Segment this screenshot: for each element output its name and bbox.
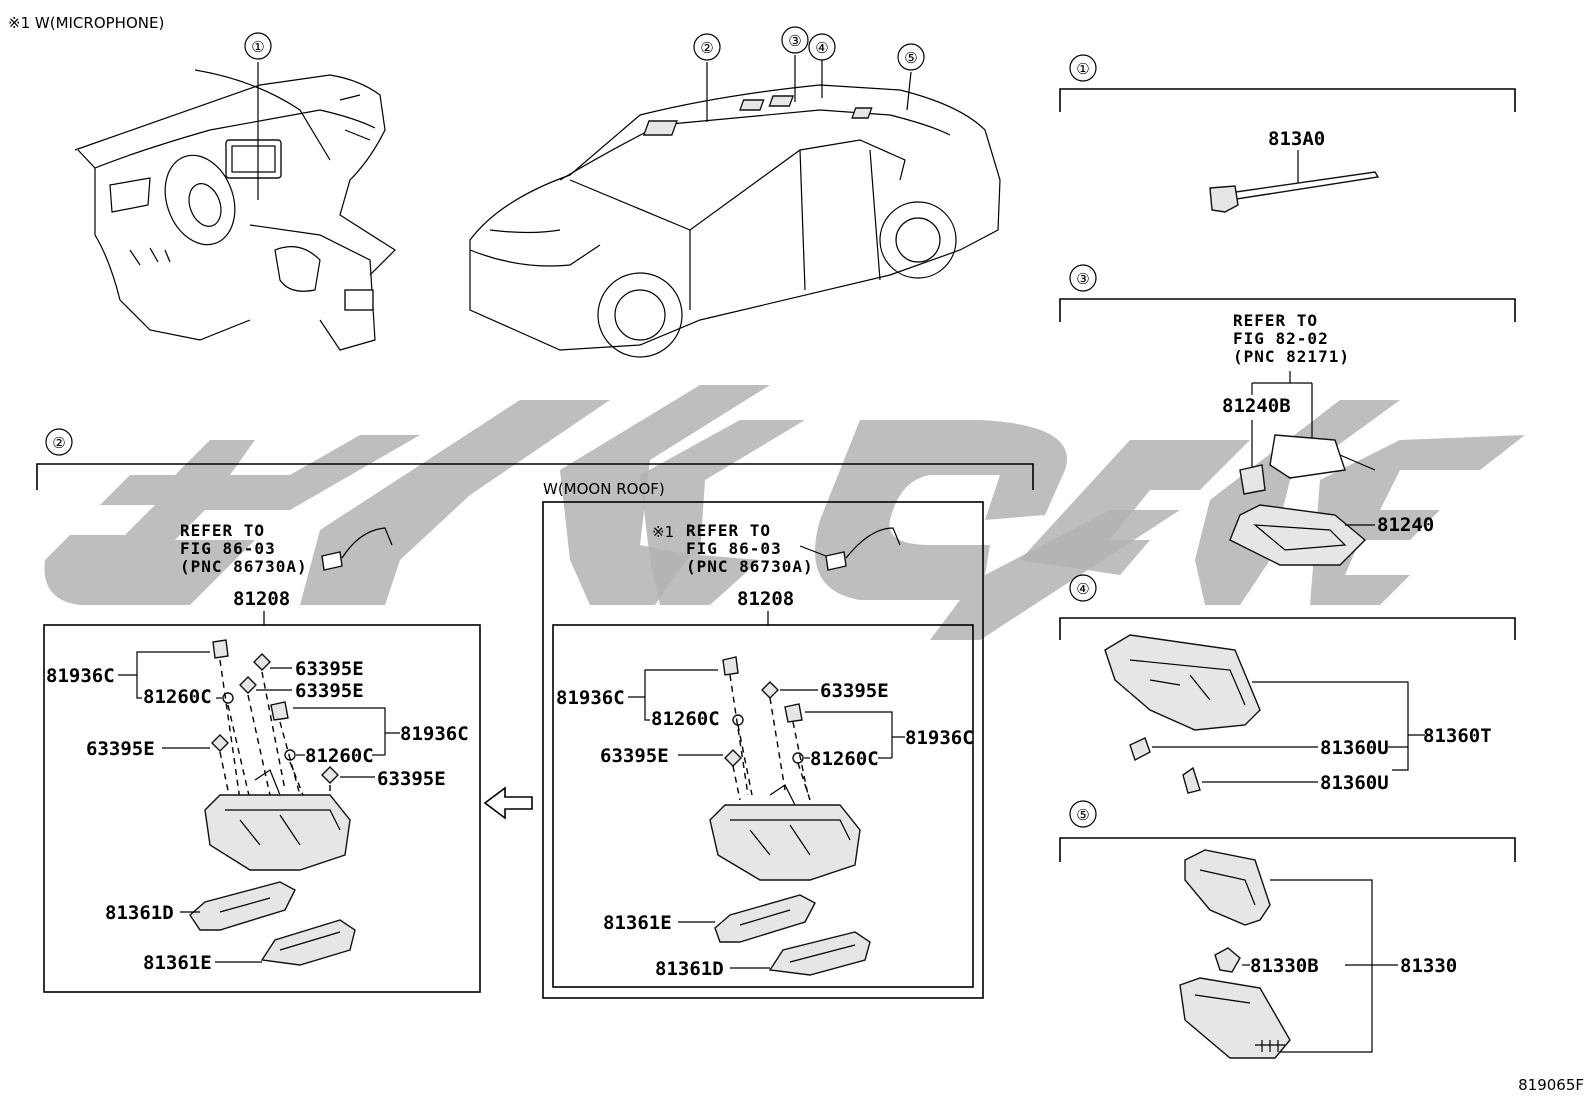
mr-label-81936C-1: 81936C: [556, 687, 625, 709]
mr-label-81361D: 81361D: [655, 958, 724, 980]
section-4-marker: ④: [1076, 580, 1089, 598]
std-label-81361D: 81361D: [105, 902, 174, 924]
part-81330B: 81330B: [1250, 955, 1319, 977]
mr-label-63395E-1: 63395E: [820, 680, 889, 702]
left-arrow: [483, 786, 533, 820]
mr-refer-line-2: FIG 86-03: [686, 539, 782, 558]
std-label-81936C-1: 81936C: [46, 665, 115, 687]
section-5-luggage-lamp: ⑤ 81330B 81330: [1059, 800, 1516, 1059]
section-2-moon-roof-assembly: W(MOON ROOF) ※1 REFER TO FIG 86-03 (PNC …: [542, 480, 984, 999]
part-81360U-1: 81360U: [1320, 737, 1389, 759]
section-2-standard-assembly: REFER TO FIG 86-03 (PNC 86730A) 81208 81…: [43, 521, 481, 993]
part-81240B: 81240B: [1222, 395, 1291, 417]
figure-code: 819065F: [1518, 1076, 1584, 1094]
std-label-63395E-1: 63395E: [295, 658, 364, 680]
section-3-map-lamp: ③ REFER TO FIG 82-02 (PNC 82171) 81240B …: [1059, 264, 1516, 566]
moon-roof-label: W(MOON ROOF): [543, 480, 665, 498]
std-label-63395E-2: 63395E: [295, 680, 364, 702]
section-2-header: ②: [36, 428, 1034, 490]
mr-refer-line-3: (PNC 86730A): [686, 557, 814, 576]
std-label-63395E-4: 63395E: [377, 768, 446, 790]
note-marker: ※1: [652, 523, 674, 541]
callout-2-car: ②: [700, 39, 713, 57]
watermark-logo: [44, 385, 1525, 640]
mr-label-81936C-2: 81936C: [905, 727, 974, 749]
mr-label-63395E-2: 63395E: [600, 745, 669, 767]
car-illustration: ② ③ ④ ⑤: [469, 26, 1001, 358]
section-3-refer-line-2: FIG 82-02: [1233, 329, 1329, 348]
std-refer-line-3: (PNC 86730A): [180, 557, 308, 576]
part-81240: 81240: [1377, 514, 1434, 536]
mr-label-81361E: 81361E: [603, 912, 672, 934]
callout-1-dashboard: ①: [251, 38, 264, 56]
mr-label-81260C-1: 81260C: [651, 708, 720, 730]
std-refer-line-1: REFER TO: [180, 521, 265, 540]
std-label-81260C-2: 81260C: [305, 745, 374, 767]
section-3-marker: ③: [1076, 270, 1089, 288]
part-813A0: 813A0: [1268, 128, 1325, 150]
interior-dashboard-illustration: ※1 W(MICROPHONE) ①: [8, 14, 396, 351]
part-81360T: 81360T: [1423, 725, 1492, 747]
section-3-refer-line-1: REFER TO: [1233, 311, 1318, 330]
std-label-81361E: 81361E: [143, 952, 212, 974]
microphone-note: ※1 W(MICROPHONE): [8, 14, 164, 32]
callout-5-car: ⑤: [904, 49, 917, 67]
section-1-microphone: ① 813A0: [1059, 54, 1516, 213]
std-label-81936C-2: 81936C: [400, 723, 469, 745]
section-5-marker: ⑤: [1076, 806, 1089, 824]
part-81360U-2: 81360U: [1320, 772, 1389, 794]
part-81330: 81330: [1400, 955, 1457, 977]
callout-3-car: ③: [788, 32, 801, 50]
section-4-room-lamp: ④ 81360T 81360U 81360U: [1059, 574, 1516, 794]
mr-refer-line-1: REFER TO: [686, 521, 771, 540]
mr-assembly-81208: 81208: [737, 588, 794, 610]
section-3-refer-line-3: (PNC 82171): [1233, 347, 1350, 366]
mr-label-81260C-2: 81260C: [810, 748, 879, 770]
std-label-81260C-1: 81260C: [143, 686, 212, 708]
callout-4-car: ④: [815, 39, 828, 57]
std-assembly-81208: 81208: [233, 588, 290, 610]
std-label-63395E-3: 63395E: [86, 738, 155, 760]
section-1-marker: ①: [1076, 60, 1089, 78]
std-refer-line-2: FIG 86-03: [180, 539, 276, 558]
section-2-marker: ②: [52, 434, 65, 452]
